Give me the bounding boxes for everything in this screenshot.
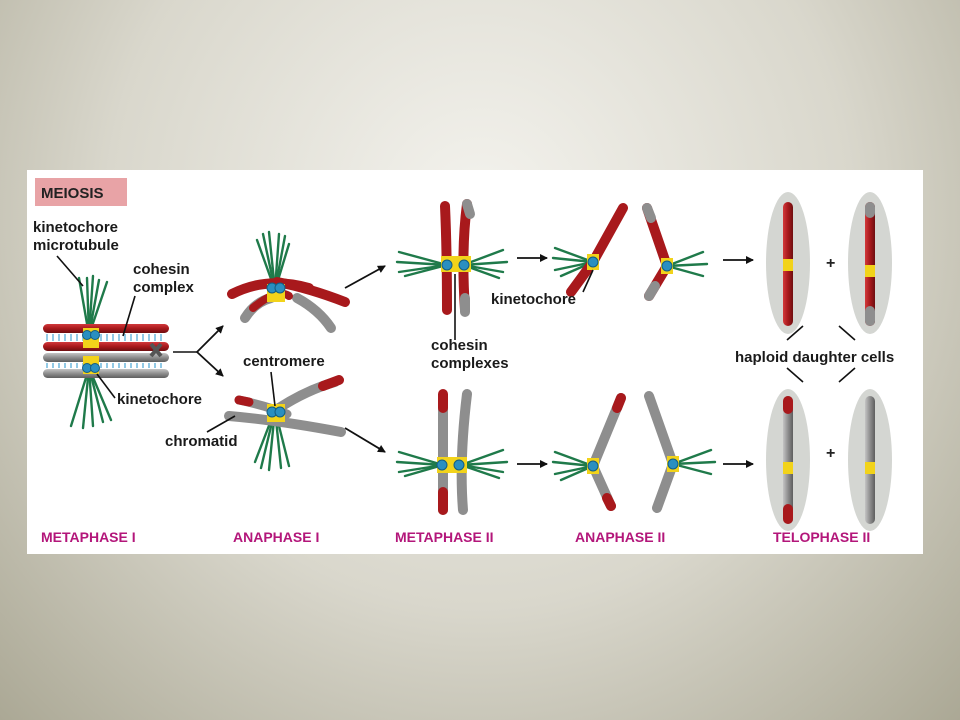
stage-label-anaphase-i: ANAPHASE I: [233, 529, 319, 545]
metaphase-ii-top: [395, 199, 509, 317]
daughter-cell-4: [848, 389, 892, 531]
meiosis-figure: MEIOSIS: [27, 170, 923, 554]
stage-label-metaphase-ii: METAPHASE II: [395, 529, 494, 545]
kinetochore-label-left: kinetochore: [117, 391, 202, 408]
anaphase-i-gray-pair: [224, 375, 346, 472]
daughter-cell-2: [848, 192, 892, 334]
metaphase-ii-bottom: [395, 389, 509, 515]
kinetochore-dot: [90, 330, 100, 340]
anaphase-i-red-pair: [227, 230, 350, 333]
centromere-label: centromere: [243, 353, 325, 370]
chromatid-label: chromatid: [165, 433, 238, 450]
kinetochore-label-center: kinetochore: [491, 291, 576, 308]
metaphase-i-bivalent: [43, 274, 169, 430]
plus-sign-bottom: +: [826, 445, 835, 462]
gray-chromatid: [43, 369, 169, 378]
cohesin-complexes-label-1: cohesin: [431, 337, 488, 354]
daughter-cell-1: [766, 192, 810, 334]
gray-chromatid: [43, 353, 169, 362]
haploid-daughter-cells-label: haploid daughter cells: [735, 349, 894, 366]
red-chromatid: [43, 324, 169, 333]
cohesin-complexes-label-2: complexes: [431, 355, 509, 372]
meiosis-title: MEIOSIS: [41, 185, 104, 202]
meiosis-title-badge: MEIOSIS: [35, 178, 127, 206]
kinetochore-dot: [90, 363, 100, 373]
stage-label-telophase-ii: TELOPHASE II: [773, 529, 870, 545]
kinetochore-microtubule-label-1: kinetochore: [33, 219, 118, 236]
cohesin-complex-label-1: cohesin: [133, 261, 190, 278]
plus-sign-top: +: [826, 255, 835, 272]
daughter-cell-3: [766, 389, 810, 531]
stage-label-metaphase-i: METAPHASE I: [41, 529, 136, 545]
cohesin-complex-label-2: complex: [133, 279, 195, 296]
anaphase-ii-top: [551, 203, 709, 301]
red-chromatid: [43, 342, 169, 351]
stage-label-anaphase-ii: ANAPHASE II: [575, 529, 665, 545]
title-badge-bg: [35, 178, 127, 206]
anaphase-ii-bottom: [551, 391, 717, 513]
kinetochore-microtubule-label-2: microtubule: [33, 237, 119, 254]
